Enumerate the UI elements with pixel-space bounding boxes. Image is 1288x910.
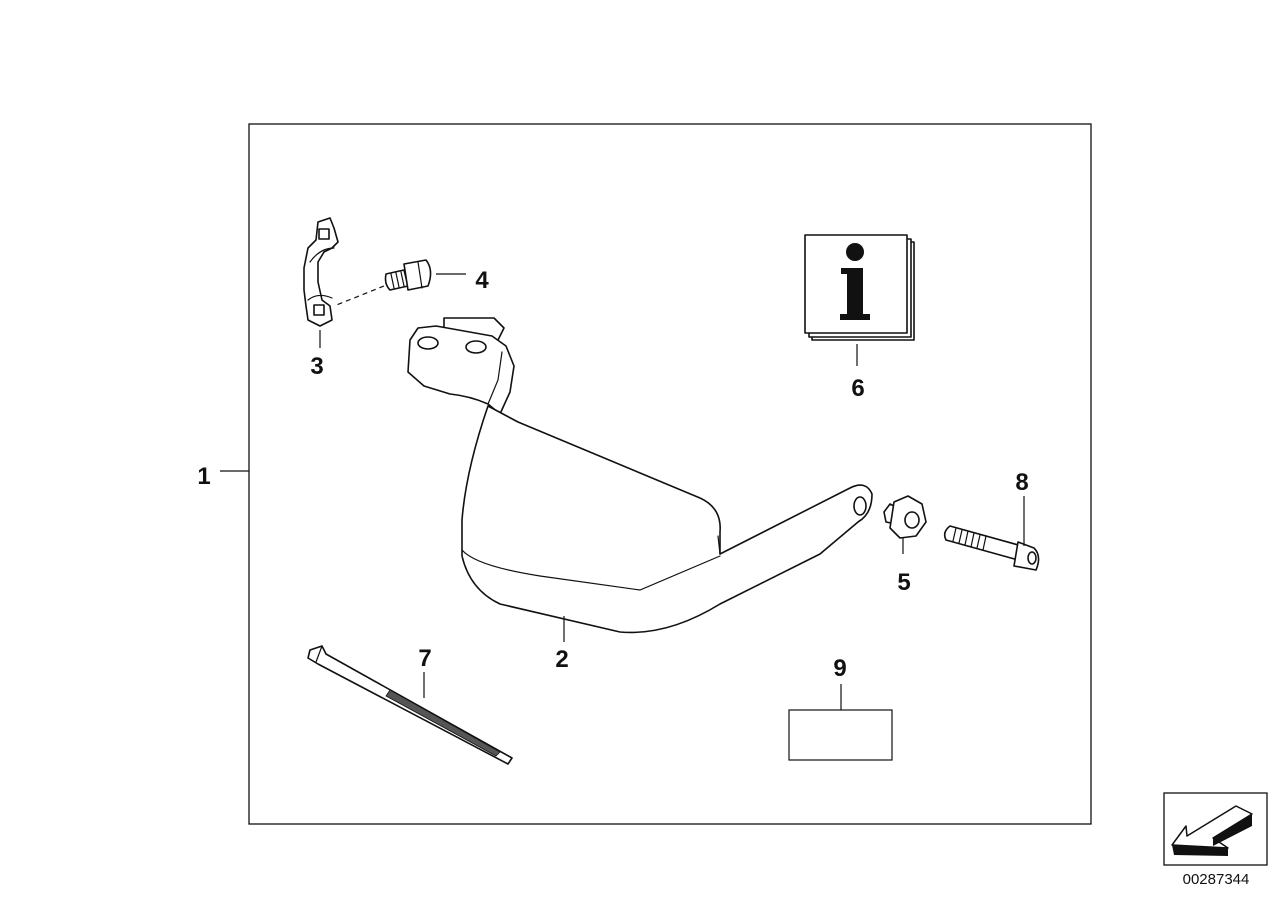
part-9-label[interactable] [788, 709, 893, 761]
part-7-cable-tie[interactable] [307, 645, 513, 765]
diagram-id: 00287344 [1183, 871, 1250, 888]
part-8-screw[interactable] [943, 525, 1040, 571]
part-2-hand-guard[interactable] [407, 317, 873, 634]
callout-2[interactable]: 2 [555, 646, 568, 673]
callout-8[interactable]: 8 [1015, 469, 1028, 496]
part-6-info-book[interactable] [804, 234, 915, 341]
part-5-nut[interactable] [883, 495, 927, 539]
part-4-screw[interactable] [384, 259, 432, 291]
assembly-frame [248, 123, 1092, 825]
callout-1[interactable]: 1 [197, 463, 210, 490]
callout-6[interactable]: 6 [851, 375, 864, 402]
callout-9[interactable]: 9 [833, 655, 846, 682]
callout-3[interactable]: 3 [310, 353, 323, 380]
part-3-clamp[interactable] [303, 217, 339, 327]
callout-4[interactable]: 4 [475, 267, 489, 294]
nav-arrow-button[interactable] [1163, 792, 1268, 866]
callout-5[interactable]: 5 [897, 569, 910, 596]
callout-7[interactable]: 7 [418, 645, 431, 672]
info-book-icon [840, 243, 870, 320]
assembly-dash-line [333, 285, 385, 307]
arrow-left-down-icon [1171, 805, 1253, 856]
